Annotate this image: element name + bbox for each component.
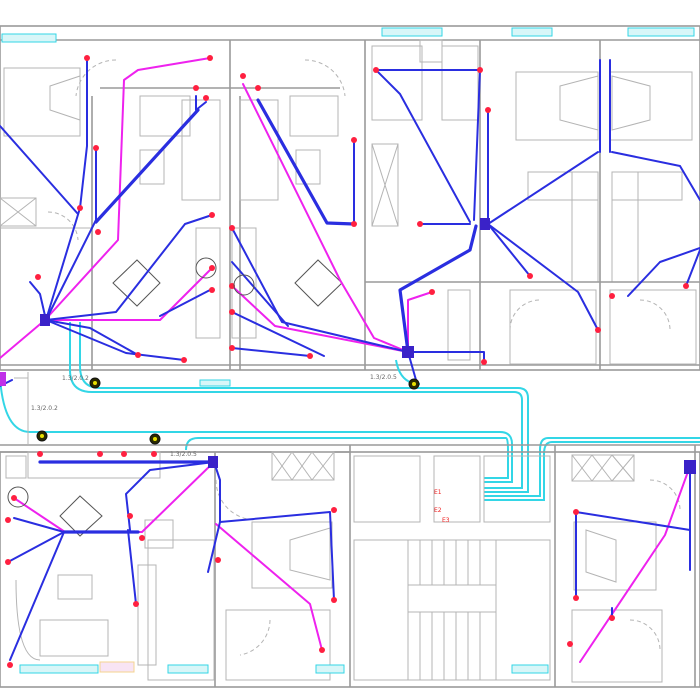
outlet-points — [5, 55, 693, 668]
top-block-walls — [0, 25, 700, 387]
riser-label: E2 — [434, 507, 442, 514]
corridor-label: 1.3/2.0.2 — [62, 375, 89, 382]
corridor-lamps — [36, 377, 420, 445]
corridor-walls — [0, 372, 700, 453]
bottom-block-walls — [0, 445, 700, 688]
stair-treads — [419, 540, 481, 680]
corridor-label: 1.3/2.0.2 — [31, 405, 58, 412]
corridor-lamp-icon — [36, 430, 48, 442]
corridor-lamp-icon — [89, 377, 101, 389]
corridor-label: 1.3/2.0.5 — [370, 374, 397, 381]
corridor-label: 1.3/2.0.5 — [170, 451, 197, 458]
riser-label: E3 — [442, 517, 450, 524]
corridor-lamp-icon — [408, 378, 420, 390]
plan-labels: 1.3/2.0.2 1.3/2.0.2 1.3/2.0.5 1.3/2.0.5 … — [31, 374, 450, 524]
corridor-lamp-icon — [149, 433, 161, 445]
riser-label: E1 — [434, 489, 442, 496]
lighting-circuits — [0, 57, 691, 663]
corridor-conduits — [0, 322, 700, 501]
round-fixtures — [7, 257, 255, 508]
distribution-boards — [0, 218, 696, 474]
